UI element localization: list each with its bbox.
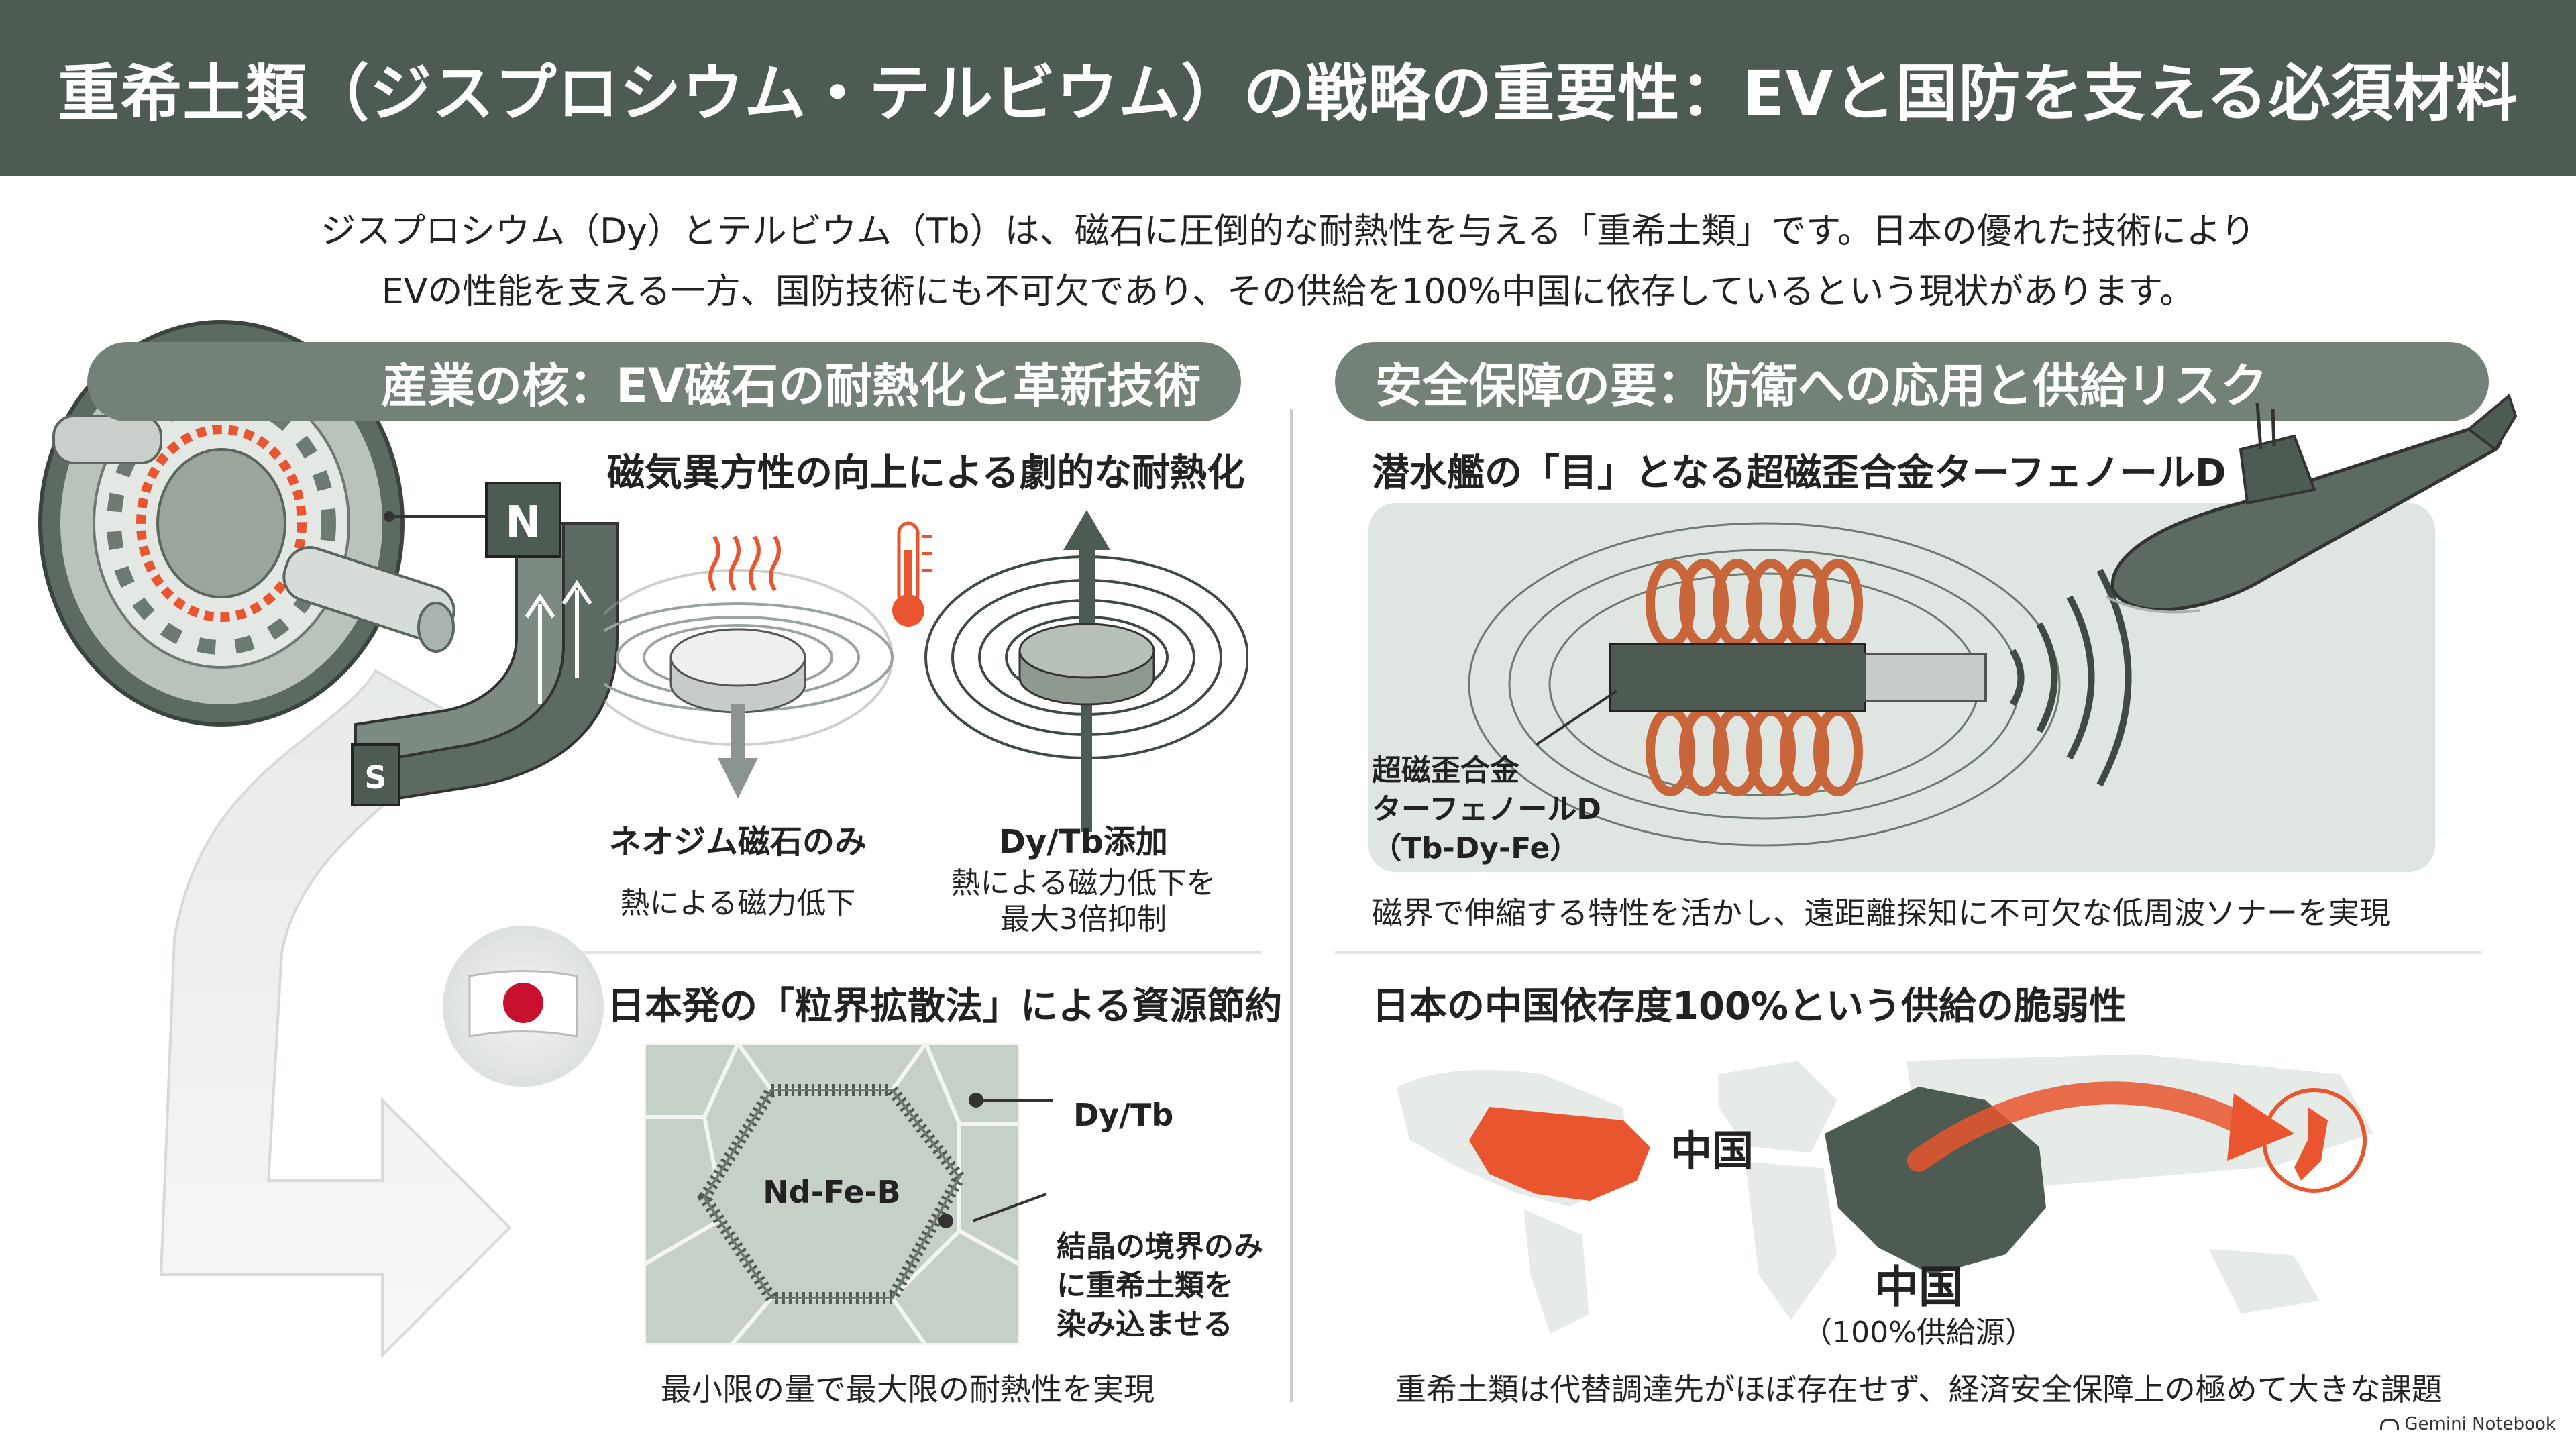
neodymium-caption-title: ネオジム磁石のみ (608, 823, 867, 861)
world-map (1368, 1033, 2455, 1342)
dytb-caption-text: 熱による磁力低下を 最大3倍抑制 (939, 865, 1228, 938)
terfenol-rod-icon (1609, 643, 1987, 712)
heat-waves-icon (708, 535, 781, 592)
intro-text: ジスプロシウム（Dy）とテルビウム（Tb）は、磁石に圧倒的な耐熱性を与える「重希… (201, 201, 2375, 322)
terfenol-label-line-1: 超磁歪合金 (1372, 753, 1519, 788)
terfenol-label-line-2: ターフェノールD (1372, 792, 1601, 826)
usa-region (1469, 1107, 1650, 1201)
china-sub-label: （100%供給源） (1803, 1316, 2035, 1350)
sonar-heading: 潜水艦の「目」となる超磁歪合金ターフェノールD (1372, 451, 2226, 495)
magnet-s-label: S (364, 759, 386, 796)
terfenol-label: 超磁歪合金 ターフェノールD （Tb-Dy-Fe） (1372, 751, 1601, 868)
intro-line-2: EVの性能を支える一方、国防技術にも不可欠であり、その供給を100%中国に依存し… (381, 272, 2195, 312)
magnet-n-label: N (505, 498, 541, 547)
japan-flag-icon (503, 983, 543, 1023)
supply-arrow-head (2227, 1093, 2294, 1161)
grain-heading: 日本発の「粒界拡散法」による資源節約 (607, 985, 1283, 1028)
boundary-label: 結晶の境界のみ に重希土類を 染み込ませる (1057, 1228, 1263, 1344)
boundary-label-line-2: に重希土類を (1057, 1269, 1234, 1303)
magnet-comparison-diagram (604, 510, 1248, 832)
map-china-label: 中国 (1670, 1126, 1754, 1175)
footer-brand-label: Gemini Notebook (2404, 1414, 2556, 1434)
dytb-caption-line-1: 熱による磁力低下を (951, 866, 1216, 900)
title-bar: 重希土類（ジスプロシウム・テルビウム）の戦略の重要性：EVと国防を支える必須材料 (0, 0, 2576, 176)
section-title-security: 安全保障の要：防衛への応用と供給リスク (1375, 358, 2267, 413)
neodymium-caption-text: 熱による磁力低下 (620, 886, 856, 920)
heat-heading: 磁気異方性の向上による劇的な耐熱化 (607, 451, 1245, 495)
japan-flag-badge (443, 926, 604, 1087)
terfenol-label-line-3: （Tb-Dy-Fe） (1372, 831, 1580, 865)
thermometer-icon (892, 521, 932, 627)
sonar-caption: 磁界で伸縮する特性を活かし、遠距離探知に不可欠な低周波ソナーを実現 (1372, 895, 2390, 931)
grain-boundary-diagram (644, 1043, 1020, 1345)
magnet-bar-illustration (351, 482, 619, 807)
section-pill-industry: 産業の核：EV磁石の耐熱化と革新技術 (87, 342, 1241, 421)
gemini-notebook-icon (2380, 1418, 2400, 1430)
intro-line-1: ジスプロシウム（Dy）とテルビウム（Tb）は、磁石に圧倒的な耐熱性を与える「重希… (321, 211, 2255, 252)
grain-caption: 最小限の量で最大限の耐熱性を実現 (661, 1371, 1155, 1407)
china-label: 中国 (1874, 1261, 1963, 1313)
section-title-industry: 産業の核：EV磁石の耐熱化と革新技術 (381, 358, 1201, 413)
submarine-illustration (2106, 393, 2518, 614)
boundary-label-line-3: 染み込ませる (1057, 1307, 1233, 1342)
china-region (1825, 1087, 2046, 1275)
grain-leaders (973, 1099, 1053, 1222)
dytb-caption-title: Dy/Tb添加 (999, 823, 1168, 861)
sound-wave-icon (2009, 568, 2132, 787)
supply-caption: 重希土類は代替調達先がほぼ存在せず、経済安全保障上の極めて大きな課題 (1395, 1371, 2443, 1407)
page-title: 重希土類（ジスプロシウム・テルビウム）の戦略の重要性：EVと国防を支える必須材料 (58, 57, 2518, 129)
down-arrow-icon (718, 704, 758, 798)
dytb-label: Dy/Tb (1073, 1097, 1174, 1133)
dytb-caption-line-2: 最大3倍抑制 (1000, 902, 1167, 936)
footer-brand: Gemini Notebook (2380, 1414, 2556, 1434)
ev-motor-illustration (38, 320, 455, 727)
up-arrow-icon (1063, 510, 1110, 832)
japan-region (2294, 1107, 2328, 1181)
boundary-label-line-1: 結晶の境界のみ (1057, 1230, 1263, 1264)
supply-heading: 日本の中国依存度100%という供給の脆弱性 (1372, 985, 2127, 1028)
section-pill-security: 安全保障の要：防衛への応用と供給リスク (1335, 342, 2489, 421)
ndfeb-label: Nd-Fe-B (763, 1174, 901, 1210)
boundary-marker-dot (938, 1214, 953, 1228)
